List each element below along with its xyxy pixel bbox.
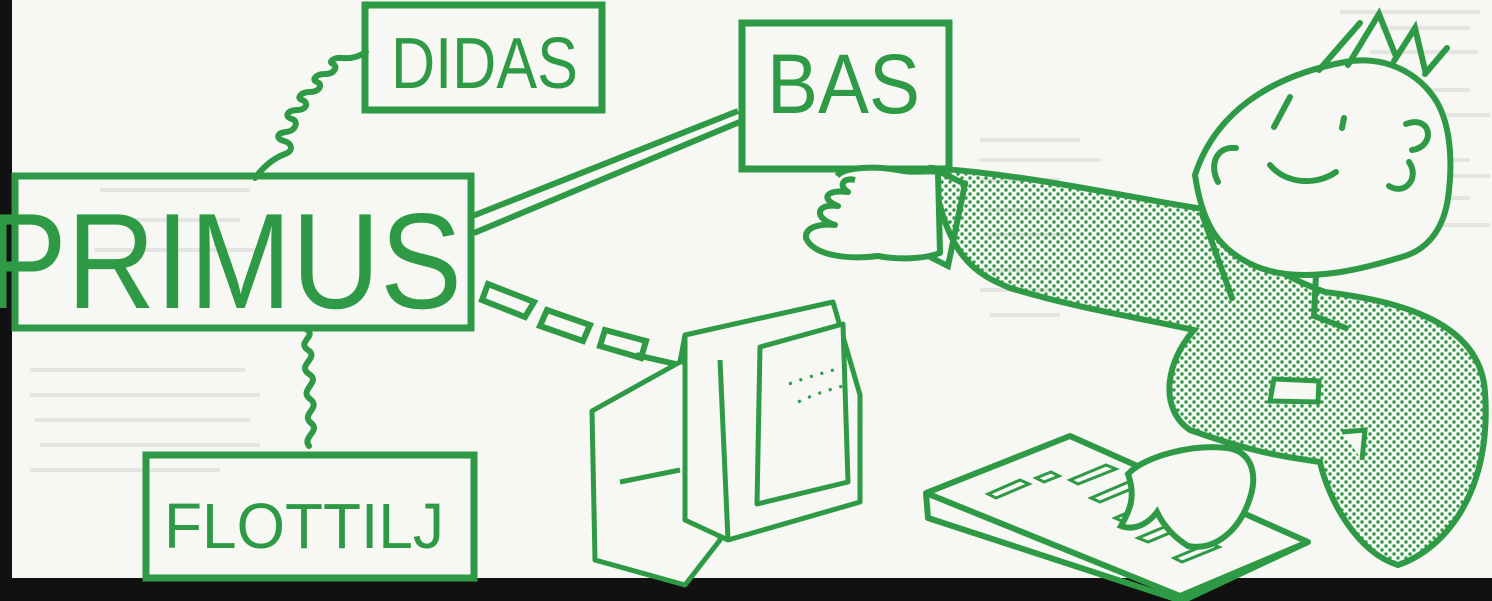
bas-label: BAS	[767, 37, 920, 131]
flottilj-label: FLOTTILJ	[164, 490, 444, 562]
didas-label: DIDAS	[391, 24, 578, 104]
primus-label: PRIMUS	[0, 185, 462, 337]
primus-box: PRIMUS	[0, 176, 471, 337]
